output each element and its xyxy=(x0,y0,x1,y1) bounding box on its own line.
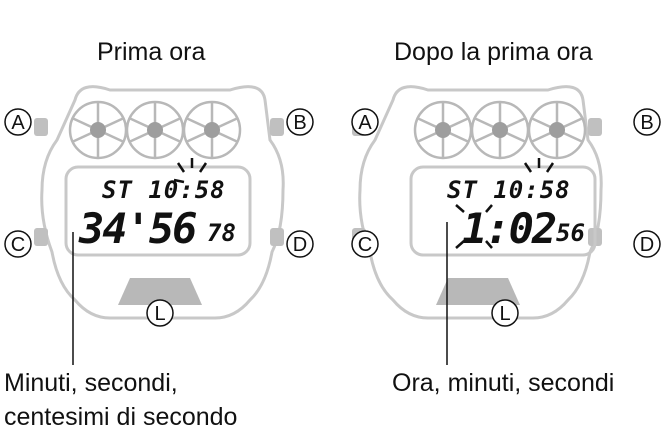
button-l-label: L xyxy=(491,299,519,327)
button-b-nub xyxy=(588,118,602,136)
caption-left-line2: centesimi di secondo xyxy=(4,403,238,431)
panel-title-after-first-hour: Dopo la prima ora xyxy=(394,38,593,66)
button-a-nub xyxy=(34,118,48,136)
caption-left: Minuti, secondi, centesimi di secondo xyxy=(4,366,237,434)
button-c-nub xyxy=(34,228,48,246)
button-d-nub xyxy=(270,228,284,246)
lcd-frame xyxy=(409,165,597,257)
svg-text:C: C xyxy=(11,234,25,256)
button-b-label: B xyxy=(633,108,661,136)
lcd-main-digits: 34'56 xyxy=(78,204,196,253)
button-l-label: L xyxy=(146,299,174,327)
lcd-main-digits: 1:02 xyxy=(462,204,556,253)
button-c-label: C xyxy=(351,230,379,258)
button-d-label: D xyxy=(286,230,314,258)
svg-text:A: A xyxy=(358,112,372,134)
svg-text:D: D xyxy=(640,234,654,256)
lcd-top-line: ST 10:58 xyxy=(447,176,571,204)
button-a-label: A xyxy=(4,108,32,136)
blink-indicator xyxy=(455,158,555,249)
button-b-nub xyxy=(270,118,284,136)
button-c-label: C xyxy=(4,230,32,258)
svg-text:D: D xyxy=(293,234,307,256)
caption-left-line1: Minuti, secondi, xyxy=(4,369,178,397)
svg-text:L: L xyxy=(154,303,165,325)
panel-title-first-hour: Prima ora xyxy=(97,38,206,66)
lcd-frame xyxy=(64,165,252,257)
svg-text:B: B xyxy=(293,112,306,134)
watch-bottom-guard xyxy=(118,278,202,305)
caption-right: Ora, minuti, secondi xyxy=(392,366,614,400)
button-b-label: B xyxy=(286,108,314,136)
button-d-label: D xyxy=(633,230,661,258)
blink-indicator xyxy=(173,158,208,184)
watch-bottom-guard xyxy=(436,278,520,305)
button-a-label: A xyxy=(351,108,379,136)
svg-text:C: C xyxy=(358,234,372,256)
watch-right: ST 10:58 1:02 56 A B C D xyxy=(351,85,661,365)
svg-text:L: L xyxy=(499,303,510,325)
watch-left: ST 10:58 34'56 78 A B C D xyxy=(4,85,314,365)
lcd-small-digits: 56 xyxy=(556,219,585,247)
svg-text:B: B xyxy=(640,112,653,134)
lcd-top-line: ST 10:58 xyxy=(102,176,226,204)
caption-right-line1: Ora, minuti, secondi xyxy=(392,369,615,397)
lcd-small-digits: 78 xyxy=(207,219,236,247)
svg-text:A: A xyxy=(11,112,25,134)
